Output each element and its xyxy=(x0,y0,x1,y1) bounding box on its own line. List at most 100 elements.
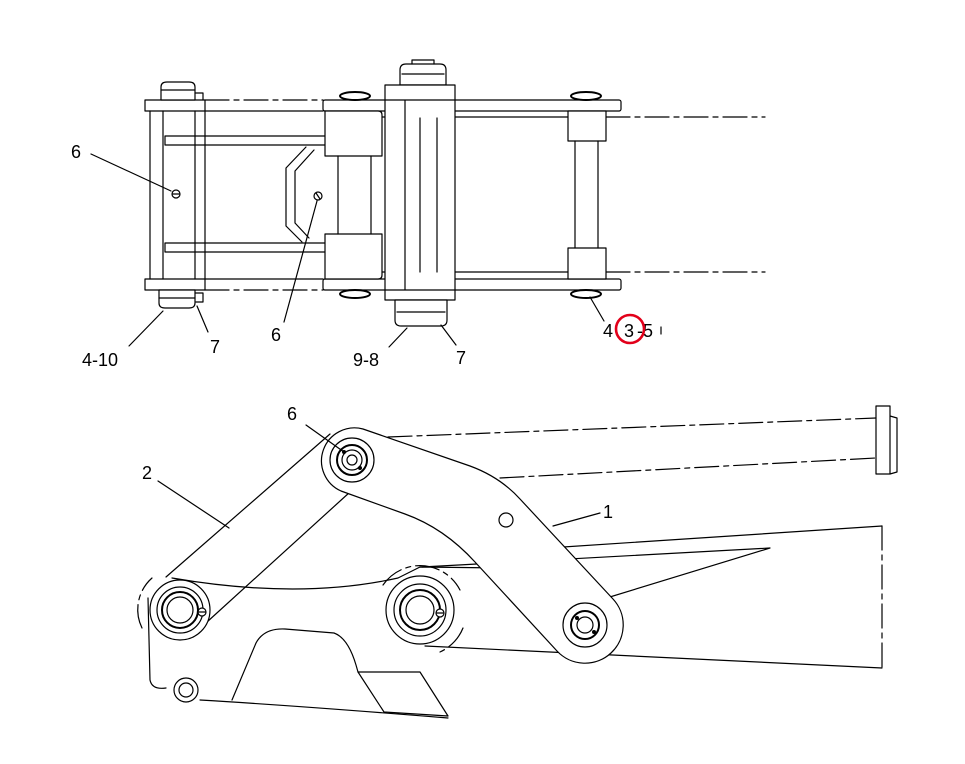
callout-label[interactable]: 1 xyxy=(603,502,613,522)
link-end-pin-core xyxy=(576,616,594,634)
left-pin-boss xyxy=(149,579,211,641)
leader-line xyxy=(157,480,230,529)
selected-callout-circled[interactable]: 3 xyxy=(624,321,634,341)
top-pin-boss xyxy=(329,437,375,483)
top-pin-retainer xyxy=(336,444,368,476)
top-pin-ring xyxy=(341,449,363,471)
leader-line xyxy=(283,200,318,323)
callout-label[interactable]: 6 xyxy=(287,404,297,424)
left-pin-bottom-cap-detail xyxy=(158,292,204,303)
bent-bracket xyxy=(285,146,315,243)
leader-line xyxy=(589,296,605,322)
left-pin-core xyxy=(166,596,194,624)
selected-callout-before[interactable]: 4 xyxy=(603,321,613,341)
bottom-nut-right-outline xyxy=(570,289,602,299)
middle-pin-bolt-icon xyxy=(435,608,445,618)
center-pin-bottom-cap xyxy=(394,299,448,327)
stick-lower-edge xyxy=(499,457,877,479)
top-nut-left xyxy=(339,91,371,101)
middle-pin-ring xyxy=(393,583,447,637)
bolt-bracket-slot xyxy=(315,192,321,200)
left-boss-outline xyxy=(137,577,153,629)
stick-upper-edge xyxy=(387,417,877,438)
link-2-lower-edge xyxy=(206,491,351,623)
callout-label[interactable]: 2 xyxy=(142,463,152,483)
bolt-bracket-icon xyxy=(313,191,323,201)
callout-label[interactable]: 6 xyxy=(71,142,81,162)
center-link-upper-block xyxy=(324,110,383,157)
middle-boss-outline xyxy=(382,565,461,591)
link-end-pin-retainer xyxy=(570,610,600,640)
left-pin xyxy=(149,579,211,641)
bucket-cutout xyxy=(231,628,359,701)
center-pin-inner-lines xyxy=(384,99,456,291)
bucket-upper-curve xyxy=(171,566,503,590)
bolt-left-head xyxy=(171,189,181,199)
top-nut-left-outline xyxy=(339,91,371,101)
left-link-top-plate xyxy=(144,99,206,112)
callout-label[interactable]: 4-10 xyxy=(82,350,118,370)
inner-top-plate xyxy=(164,135,326,146)
left-pin-body xyxy=(149,110,206,280)
bottom-nut-right xyxy=(570,289,602,299)
link-end-pin-bolt-icon xyxy=(592,630,596,634)
middle-pin xyxy=(385,575,455,645)
link-2-upper-edge xyxy=(165,433,331,578)
lower-long-plate xyxy=(322,278,622,291)
leader-line xyxy=(90,153,172,192)
side-view xyxy=(137,405,898,719)
left-pin-assembly xyxy=(149,81,206,309)
middle-pin-core xyxy=(405,595,435,625)
top-nut-right xyxy=(570,91,602,101)
inner-bottom-plate xyxy=(164,242,326,253)
center-pin-top-cap-detail xyxy=(401,59,445,75)
link-1 xyxy=(320,427,624,664)
callout-label[interactable]: 7 xyxy=(210,337,220,357)
upper-long-plate xyxy=(322,99,622,112)
center-link-lower-block xyxy=(324,233,383,280)
right-pin xyxy=(567,110,607,280)
center-pin xyxy=(384,59,456,327)
leader-line xyxy=(305,424,345,453)
bottom-nut-left xyxy=(339,289,371,299)
callout-label[interactable]: 7 xyxy=(456,348,466,368)
cutting-edge-block xyxy=(357,671,449,717)
top-nut-right-outline xyxy=(570,91,602,101)
callout-label[interactable]: 6 xyxy=(271,325,281,345)
left-pin-top-cap-detail xyxy=(160,89,204,101)
lower-pin-inner xyxy=(178,682,194,698)
link-end-pin-boss xyxy=(562,602,608,648)
right-pin-lower-block xyxy=(567,247,607,280)
bucket-left-edge xyxy=(147,597,167,689)
bolt-left-icon xyxy=(171,189,181,199)
bolt-bracket-head xyxy=(313,191,323,201)
middle-pin-boss xyxy=(385,575,455,645)
leader-line xyxy=(440,324,457,346)
leader-line xyxy=(128,310,164,347)
right-pin-upper-block xyxy=(567,110,607,142)
bucket-top-edge xyxy=(547,525,883,549)
leader-line xyxy=(388,327,408,348)
stick-end-bracket xyxy=(875,405,898,475)
highlight-circle xyxy=(614,313,646,345)
leader-line xyxy=(552,512,601,527)
bucket-bottom-edge xyxy=(424,645,883,669)
link-end-pin-bolt-icon xyxy=(575,616,579,620)
leader-line xyxy=(196,305,209,333)
left-link-bottom-plate xyxy=(144,278,206,291)
top-view xyxy=(90,59,766,348)
left-pin-top-cap xyxy=(160,81,196,101)
top-pin-bolt-icon xyxy=(358,466,362,470)
top-pin-core xyxy=(346,454,358,466)
callout-label[interactable]: 9-8 xyxy=(353,350,379,370)
left-pin-bottom-cap xyxy=(158,289,196,309)
link-1-hole xyxy=(498,512,514,528)
link-end-pin xyxy=(562,602,608,648)
middle-boss-outline-lower xyxy=(439,627,464,653)
bucket-bottom-curve xyxy=(199,699,449,719)
left-pin-bolt-icon xyxy=(197,607,207,617)
bottom-nut-left-outline xyxy=(339,289,371,299)
right-pin-body xyxy=(574,140,599,249)
selected-callout[interactable]: 4 3 -5 xyxy=(603,313,653,345)
